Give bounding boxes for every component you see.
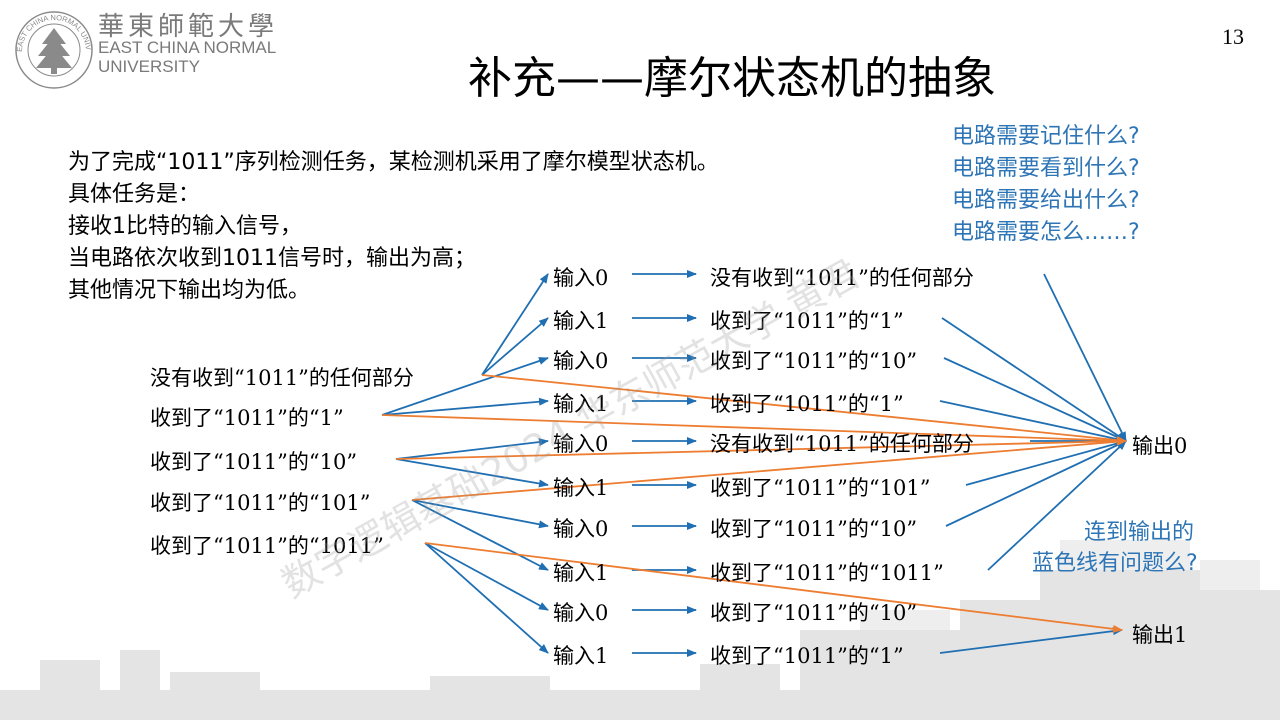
state-label-101: 收到了“1011”的“101” bbox=[150, 491, 371, 515]
next-state-label: 收到了“1011”的“10” bbox=[710, 517, 918, 541]
state-to-output-arrow bbox=[943, 357, 1127, 442]
intro-line-2: 具体任务是： bbox=[68, 182, 201, 207]
state-to-input-arrow bbox=[424, 542, 549, 654]
input-label: 输入1 bbox=[553, 476, 609, 500]
next-state-label: 没有收到“1011”的任何部分 bbox=[710, 266, 974, 290]
state-to-output-arrow bbox=[941, 317, 1127, 442]
input-label: 输入0 bbox=[553, 517, 609, 541]
state-to-input-arrow bbox=[395, 438, 549, 460]
state-to-output-arrow bbox=[987, 440, 1127, 571]
state-to-input-arrow bbox=[424, 542, 549, 611]
slide-title: 补充——摩尔状态机的抽象 bbox=[468, 53, 996, 104]
intro-line-5: 其他情况下输出均为低。 bbox=[68, 278, 311, 303]
university-name-english-line1: EAST CHINA NORMAL bbox=[98, 38, 277, 57]
question-see: 电路需要看到什么? bbox=[952, 156, 1140, 181]
state-to-input-arrow bbox=[481, 273, 549, 376]
input-label: 输入1 bbox=[553, 644, 609, 668]
next-state-label: 收到了“1011”的“10” bbox=[710, 601, 918, 625]
output-1-label: 输出1 bbox=[1132, 623, 1188, 647]
page-number: 13 bbox=[1222, 24, 1244, 49]
state-to-input-arrow bbox=[481, 317, 549, 376]
question-output: 电路需要给出什么? bbox=[952, 188, 1140, 213]
input-label: 输入1 bbox=[553, 309, 609, 333]
intro-line-1: 为了完成“1011”序列检测任务，某检测机采用了摩尔模型状态机。 bbox=[68, 150, 719, 175]
input-label: 输入0 bbox=[553, 432, 609, 456]
moore-output-arrow bbox=[395, 437, 1127, 460]
moore-output-arrow bbox=[424, 542, 1123, 633]
note-line-1: 连到输出的 bbox=[1084, 520, 1195, 545]
next-state-label: 没有收到“1011”的任何部分 bbox=[710, 432, 974, 456]
state-to-output-arrow bbox=[965, 439, 1127, 486]
input-label: 输入1 bbox=[553, 561, 609, 585]
moore-output-arrow bbox=[381, 414, 1127, 445]
next-state-label: 收到了“1011”的“1” bbox=[710, 644, 904, 668]
output-0-label: 输出0 bbox=[1132, 434, 1188, 458]
next-state-label: 收到了“1011”的“10” bbox=[710, 349, 918, 373]
state-to-output-arrow bbox=[1043, 273, 1127, 442]
university-name-english-line2: UNIVERSITY bbox=[98, 57, 201, 76]
input-label: 输入1 bbox=[553, 392, 609, 416]
state-to-input-arrow bbox=[395, 458, 549, 488]
university-name-chinese: 華東師範大學 bbox=[98, 12, 279, 42]
moore-output-arrow bbox=[481, 374, 1127, 445]
question-how: 电路需要怎么……? bbox=[952, 220, 1140, 245]
next-state-label: 收到了“1011”的“1011” bbox=[710, 561, 944, 585]
next-state-label: 收到了“1011”的“1” bbox=[710, 309, 904, 333]
university-name-english: EAST CHINA NORMAL UNIVERSITY bbox=[98, 38, 276, 76]
intro-line-3: 接收1比特的输入信号， bbox=[68, 214, 302, 239]
state-to-input-arrow bbox=[411, 499, 549, 571]
note-line-2: 蓝色线有问题么? bbox=[1032, 551, 1198, 576]
state-to-input-arrow bbox=[411, 499, 549, 529]
input-label: 输入0 bbox=[553, 349, 609, 373]
moore-output-arrow bbox=[411, 437, 1127, 501]
state-label-1011: 收到了“1011”的“1011” bbox=[150, 534, 384, 558]
state-label-none: 没有收到“1011”的任何部分 bbox=[150, 366, 414, 390]
state-to-input-arrow bbox=[381, 357, 549, 416]
university-seal-logo: EAST CHINA NORMAL UNIVERSITY bbox=[8, 6, 93, 89]
next-state-label: 收到了“1011”的“101” bbox=[710, 476, 931, 500]
input-label: 输入0 bbox=[553, 266, 609, 290]
question-remember: 电路需要记住什么? bbox=[952, 124, 1140, 149]
state-to-output-arrow bbox=[939, 627, 1123, 654]
next-state-label: 收到了“1011”的“1” bbox=[710, 392, 904, 416]
input-label: 输入0 bbox=[553, 601, 609, 625]
state-label-10: 收到了“1011”的“10” bbox=[150, 450, 358, 474]
state-to-input-arrow bbox=[381, 397, 549, 416]
state-label-1: 收到了“1011”的“1” bbox=[150, 406, 344, 430]
state-to-output-arrow bbox=[939, 400, 1127, 444]
state-to-output-arrow bbox=[945, 440, 1127, 527]
intro-line-4: 当电路依次收到1011信号时，输出为高； bbox=[68, 246, 476, 271]
